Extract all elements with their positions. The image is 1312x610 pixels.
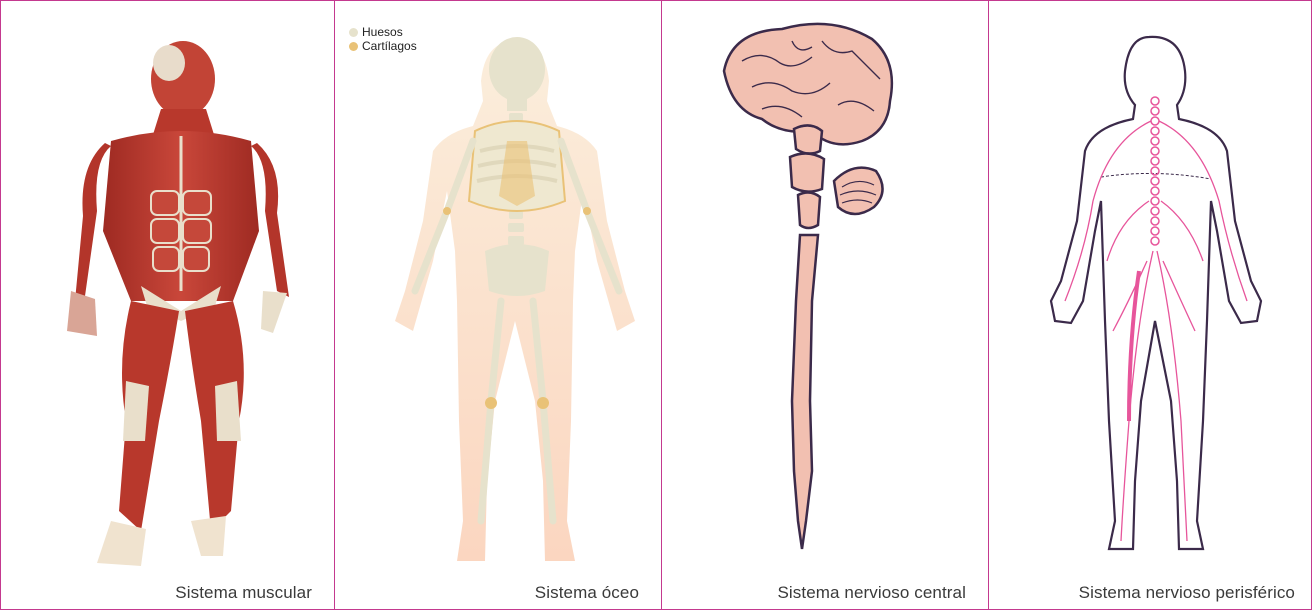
panel-skeletal-system: Huesos Cartílagos Sistema óceo: [335, 1, 662, 609]
legend-item-bones: Huesos: [349, 25, 417, 39]
legend-swatch: [349, 42, 358, 51]
legend: Huesos Cartílagos: [349, 25, 417, 53]
muscle-figure-icon: [1, 1, 335, 609]
nerve-figure-icon: [989, 1, 1311, 609]
legend-item-cartilage: Cartílagos: [349, 39, 417, 53]
panel-caption: Sistema nervioso central: [777, 583, 966, 603]
legend-label: Huesos: [362, 25, 403, 39]
skeleton-figure-icon: [335, 1, 662, 609]
panel-muscular-system: Sistema muscular: [1, 1, 335, 609]
panel-caption: Sistema óceo: [535, 583, 639, 603]
legend-label: Cartílagos: [362, 39, 417, 53]
panel-caption: Sistema nervioso perisférico: [1079, 583, 1295, 603]
panel-caption: Sistema muscular: [175, 583, 312, 603]
brain-spinal-cord-icon: [662, 1, 989, 609]
panel-peripheral-nervous-system: Sistema nervioso perisférico: [989, 1, 1311, 609]
legend-swatch: [349, 28, 358, 37]
panel-central-nervous-system: Sistema nervioso central: [662, 1, 989, 609]
